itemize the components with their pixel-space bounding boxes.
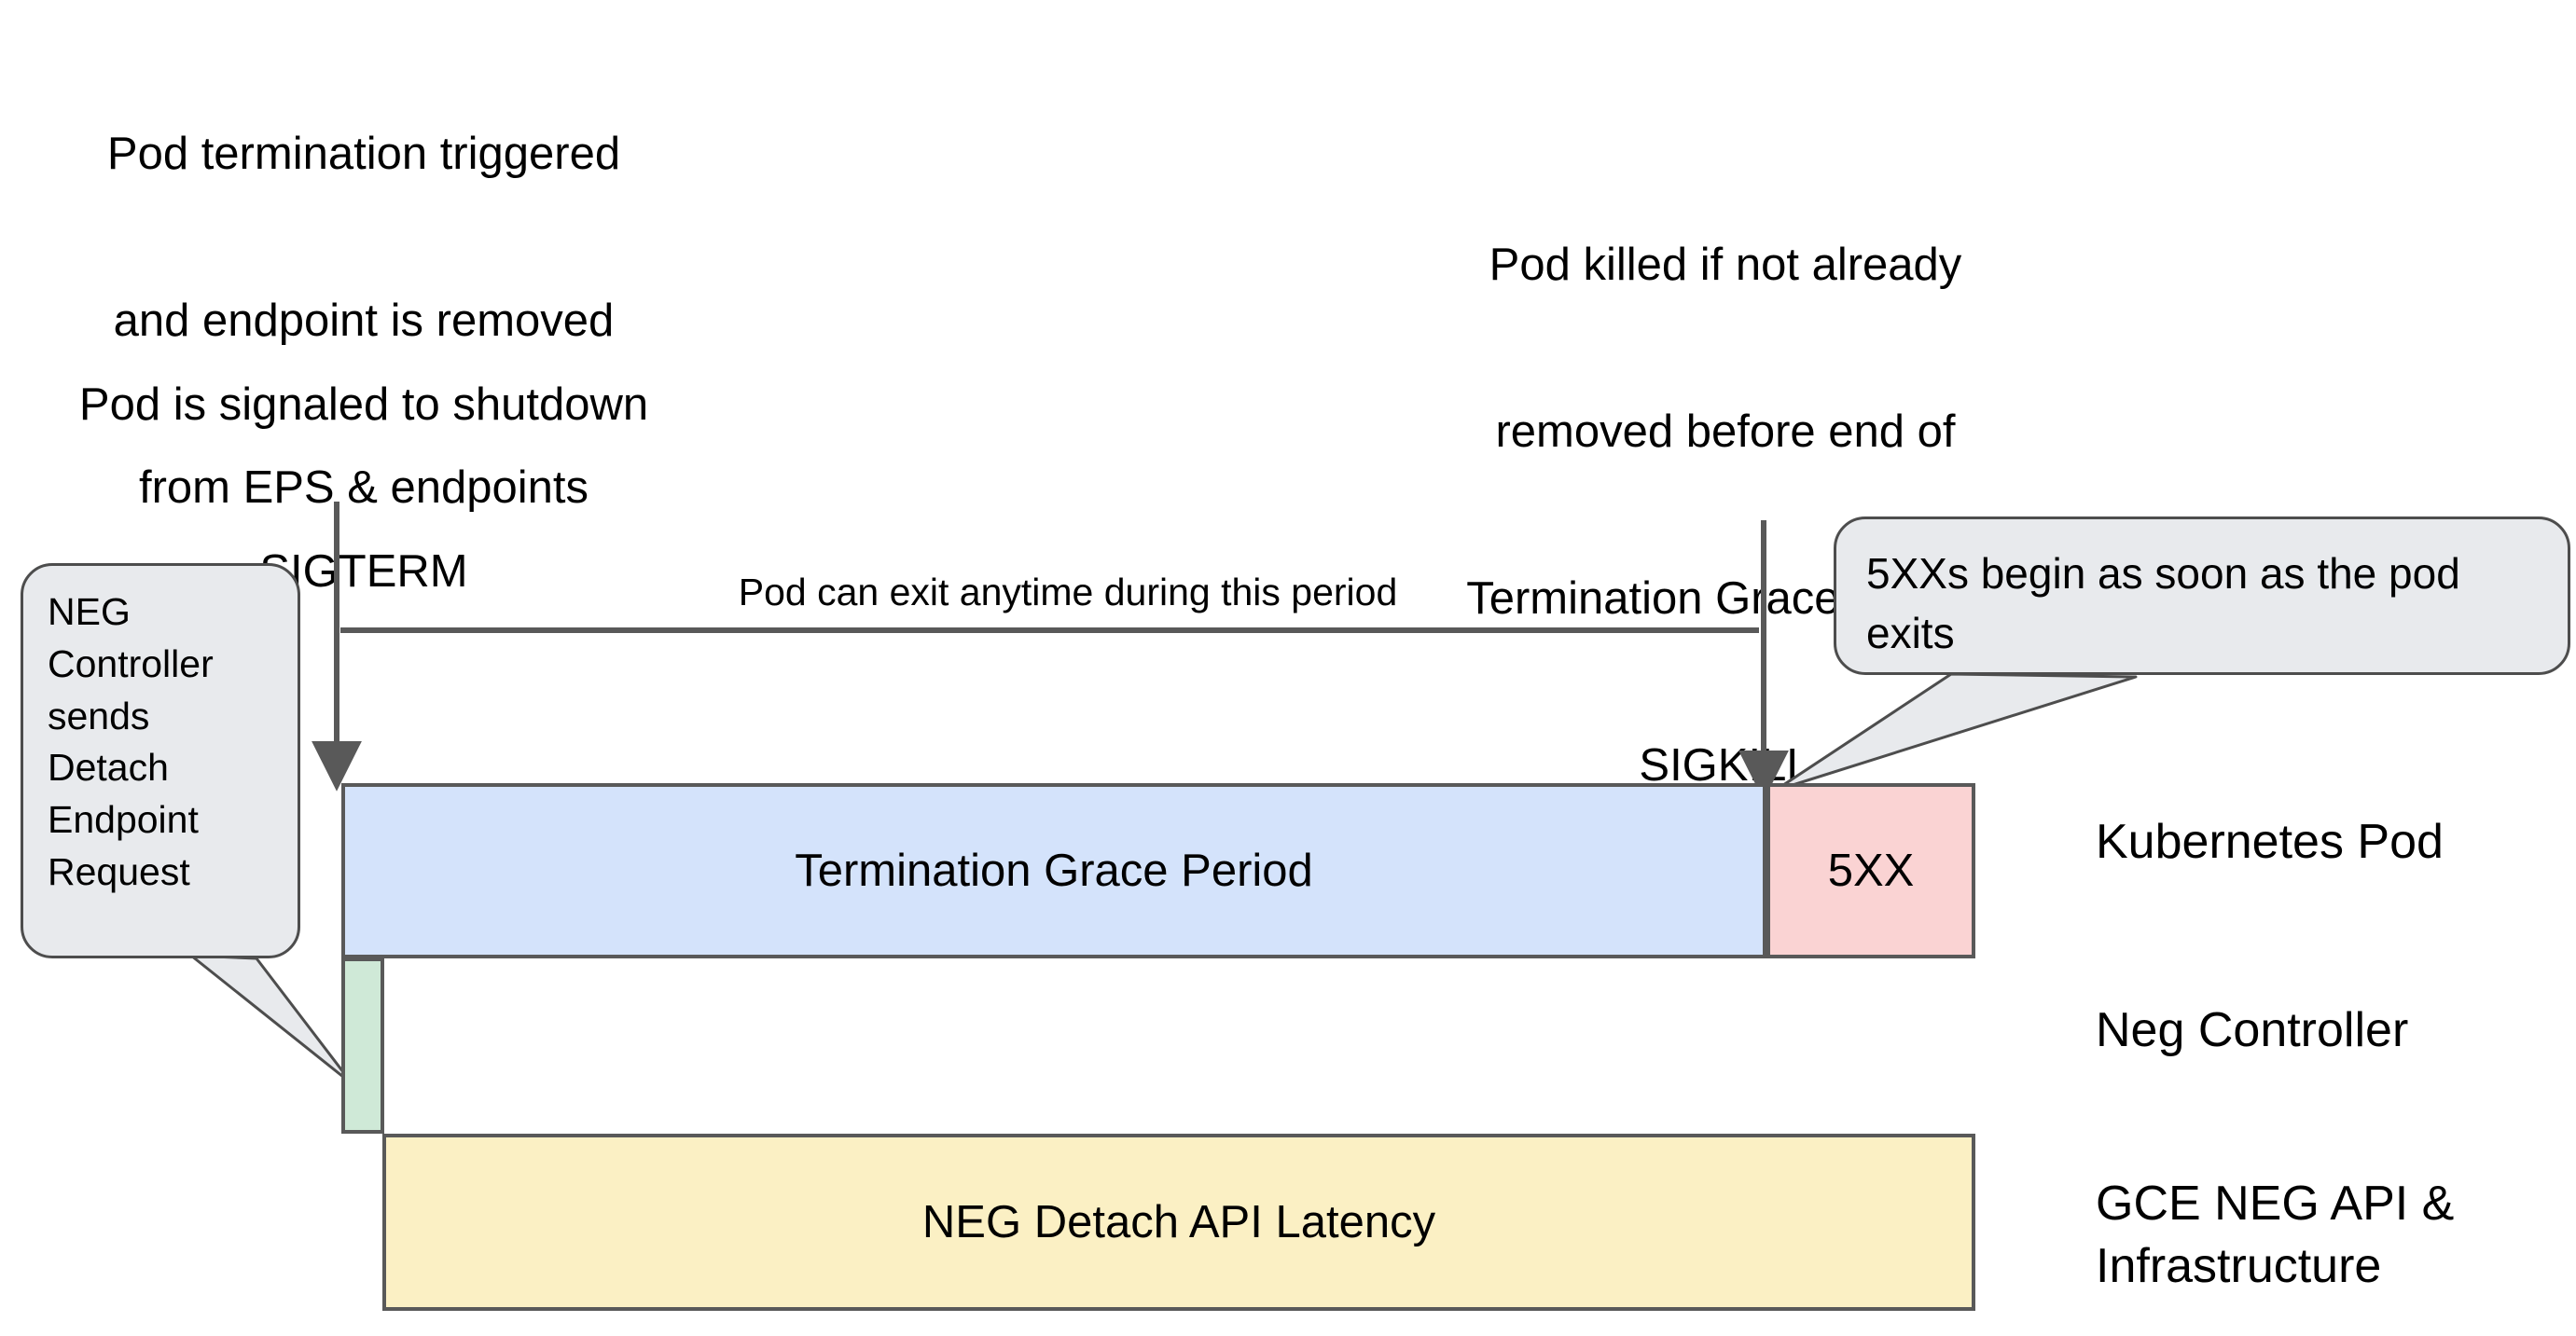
lane-label-kubernetes-pod: Kubernetes Pod <box>2096 815 2444 869</box>
annotation-right-top-line-2: removed before end of <box>1495 406 1956 457</box>
bar-neg-detach-api-latency[interactable]: NEG Detach API Latency <box>382 1134 1975 1311</box>
lane-label-neg-controller: Neg Controller <box>2096 1003 2409 1057</box>
pod-exit-period-label: Pod can exit anytime during this period <box>738 571 1398 613</box>
annotation-left-top-line-2: and endpoint is removed <box>113 295 615 346</box>
lane-label-gce-neg-api-line-2: Infrastructure <box>2096 1238 2382 1293</box>
lane-label-gce-neg-api: GCE NEG API & Infrastructure <box>2096 1173 2454 1297</box>
callout-neg-controller-detach[interactable]: NEG Controller sends Detach Endpoint Req… <box>21 563 300 958</box>
lane-label-gce-neg-api-line-1: GCE NEG API & <box>2096 1177 2455 1231</box>
annotation-left-sigterm: Pod is signaled to shutdown SIGTERM <box>19 266 709 711</box>
neg-callout-tail <box>189 954 354 1086</box>
annotation-left-top: Pod termination triggered and endpoint i… <box>19 15 709 627</box>
bar-termination-grace-period[interactable]: Termination Grace Period <box>341 783 1766 958</box>
bar-neg-controller[interactable] <box>341 957 384 1134</box>
annotation-right-top-line-1: Pod killed if not already <box>1489 239 1962 290</box>
bar-5xx[interactable]: 5XX <box>1766 783 1975 958</box>
annotation-left-top-line-1: Pod termination triggered <box>106 128 621 179</box>
annotation-left-sigterm-line-1: Pod is signaled to shutdown <box>78 379 649 430</box>
callout-five-xx-note[interactable]: 5XXs begin as soon as the pod exits <box>1834 516 2570 675</box>
annotation-left-top-line-3: from EPS & endpoints <box>138 462 589 514</box>
